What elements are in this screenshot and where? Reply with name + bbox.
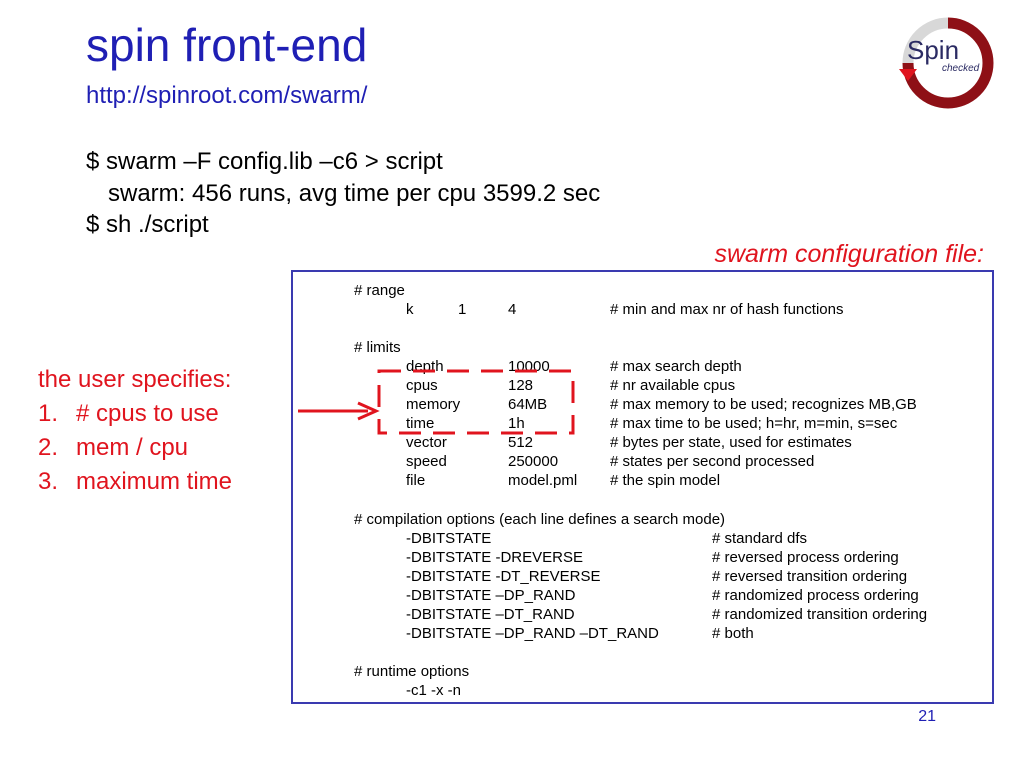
compile-flags: -DBITSTATE –DP_RAND: [406, 587, 576, 604]
compile-header: # compilation options (each line defines…: [354, 511, 726, 528]
compile-comment: # randomized transition ordering: [712, 606, 928, 623]
config-file-label: swarm configuration file:: [714, 240, 984, 268]
user-specifies-heading: the user specifies:: [38, 366, 232, 393]
arrow-right-icon: [298, 401, 380, 421]
limit-name: vector: [406, 434, 447, 451]
slide-url: http://spinroot.com/swarm/: [86, 82, 368, 109]
command-output: swarm: 456 runs, avg time per cpu 3599.2…: [108, 180, 601, 207]
compile-flags: -DBITSTATE -DT_REVERSE: [406, 568, 601, 585]
logo-subtext: checked: [942, 63, 980, 74]
command-line: $ sh ./script: [86, 211, 209, 238]
command-line: $ swarm –F config.lib –c6 > script: [86, 148, 443, 175]
list-number: 3.: [38, 468, 59, 495]
limit-name: file: [406, 472, 426, 489]
range-comment: # min and max nr of hash functions: [610, 301, 844, 318]
compile-comment: # standard dfs: [712, 530, 808, 547]
range-header: # range: [354, 282, 405, 299]
limit-comment: # max search depth: [610, 358, 742, 375]
limit-comment: # bytes per state, used for estimates: [610, 434, 852, 451]
limit-value: 512: [508, 434, 534, 451]
limit-comment: # the spin model: [610, 472, 721, 489]
list-text: maximum time: [76, 468, 233, 495]
compile-flags: -DBITSTATE -DREVERSE: [406, 549, 583, 566]
compile-comment: # randomized process ordering: [712, 587, 919, 604]
limit-value: model.pml: [508, 472, 578, 489]
limit-value: 1h: [508, 415, 525, 432]
limit-value: 250000: [508, 453, 559, 470]
range-min: 1: [458, 301, 467, 318]
compile-flags: -DBITSTATE –DT_RAND: [406, 606, 575, 623]
limit-name: memory: [406, 396, 461, 413]
runtime-header: # runtime options: [354, 663, 470, 680]
highlight-dashed-box: [377, 369, 575, 435]
limit-comment: # states per second processed: [610, 453, 815, 470]
range-param: k: [406, 301, 414, 318]
compile-flags: -DBITSTATE: [406, 530, 492, 547]
compile-flags: -DBITSTATE –DP_RAND –DT_RAND: [406, 625, 659, 642]
limit-name: time: [406, 415, 435, 432]
limit-comment: # nr available cpus: [610, 377, 736, 394]
page-number: 21: [918, 708, 936, 725]
limits-header: # limits: [354, 339, 401, 356]
limit-value: 64MB: [508, 396, 548, 413]
limit-name: cpus: [406, 377, 438, 394]
limit-name: speed: [406, 453, 447, 470]
runtime-flags: -c1 -x -n: [406, 682, 462, 699]
compile-comment: # both: [712, 625, 754, 642]
limit-comment: # max memory to be used; recognizes MB,G…: [610, 396, 917, 413]
compile-comment: # reversed process ordering: [712, 549, 899, 566]
range-max: 4: [508, 301, 517, 318]
list-number: 2.: [38, 434, 59, 461]
config-file-box: # range k 1 4 # min and max nr of hash f…: [291, 270, 994, 704]
list-text: mem / cpu: [76, 434, 189, 461]
limit-value: 128: [508, 377, 534, 394]
logo-text: Spin: [907, 35, 959, 65]
compile-comment: # reversed transition ordering: [712, 568, 908, 585]
list-number: 1.: [38, 400, 59, 427]
list-text: # cpus to use: [76, 400, 219, 427]
spin-checked-logo: Spin checked: [899, 17, 994, 109]
slide-title: spin front-end: [86, 19, 368, 71]
limit-comment: # max time to be used; h=hr, m=min, s=se…: [610, 415, 898, 432]
logo-arrow-icon: [899, 69, 917, 81]
